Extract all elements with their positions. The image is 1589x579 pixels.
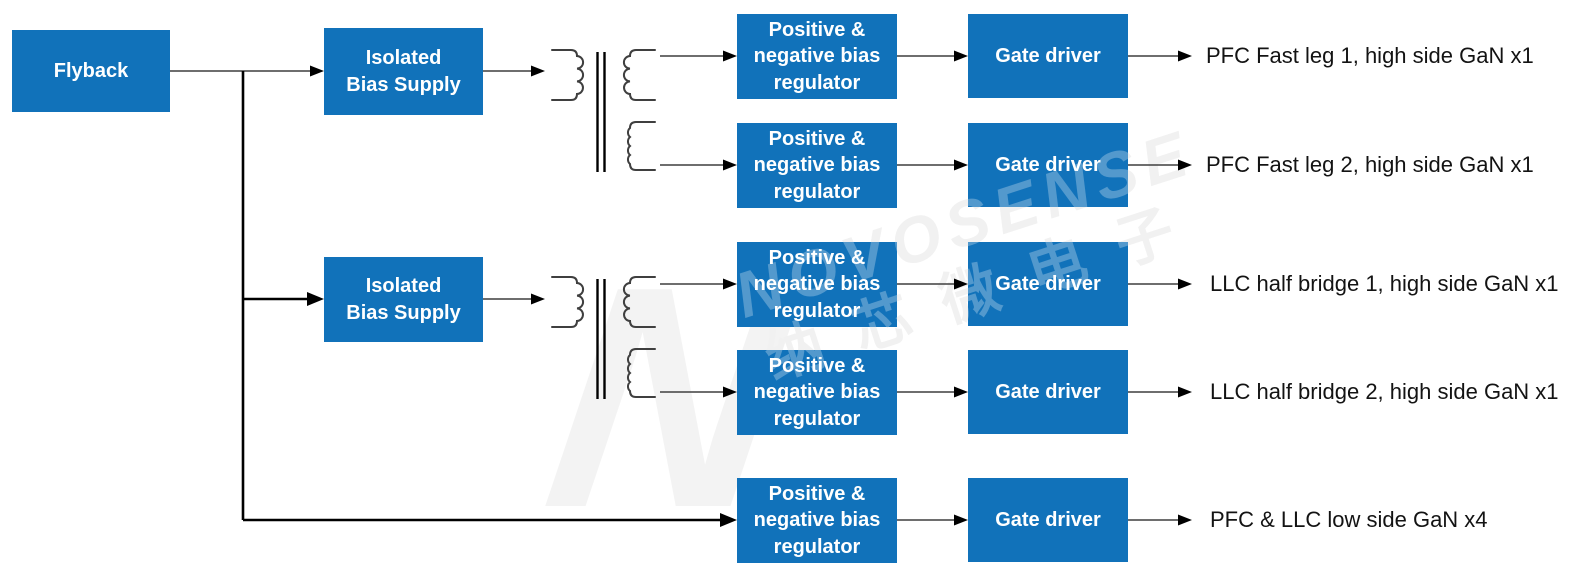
- gate-driver-block-2: Gate driver: [968, 123, 1128, 207]
- flyback-block: Flyback: [12, 30, 170, 112]
- watermark-brand-en-overlay: NOVOSENSE: [726, 115, 1203, 332]
- bias-regulator-block-2: Positive & negative bias regulator: [737, 123, 897, 208]
- bias-supply-output-wires: [483, 65, 545, 305]
- output-label-llc-half-bridge-2: LLC half bridge 2, high side GaN x1: [1210, 379, 1559, 404]
- gate-driver-block-4: Gate driver: [968, 350, 1128, 434]
- secondary-output-wires: [660, 50, 737, 398]
- bias-regulator-block-3: Positive & negative bias regulator: [737, 242, 897, 327]
- isolated-bias-supply-block-2: Isolated Bias Supply: [324, 257, 483, 342]
- output-label-llc-half-bridge-1: LLC half bridge 1, high side GaN x1: [1210, 271, 1559, 296]
- gate-driver-block-1: Gate driver: [968, 14, 1128, 98]
- regulator-to-gate-driver-wires: [897, 50, 968, 526]
- bias-regulator-block-5: Positive & negative bias regulator: [737, 478, 897, 563]
- transformer-icon-1: [551, 49, 656, 172]
- bias-regulator-block-4: Positive & negative bias regulator: [737, 350, 897, 435]
- transformer-icon-2: [551, 276, 656, 399]
- bias-regulator-block-1: Positive & negative bias regulator: [737, 14, 897, 99]
- gate-driver-block-5: Gate driver: [968, 478, 1128, 562]
- watermark-brand-en: NOVOSENSE: [726, 115, 1203, 332]
- output-label-pfc-fast-leg-2: PFC Fast leg 2, high side GaN x1: [1206, 152, 1534, 177]
- gate-driver-output-wires: [1128, 50, 1192, 526]
- output-label-pfc-fast-leg-1: PFC Fast leg 1, high side GaN x1: [1206, 43, 1534, 68]
- output-label-low-side: PFC & LLC low side GaN x4: [1210, 507, 1488, 532]
- isolated-bias-supply-block-1: Isolated Bias Supply: [324, 28, 483, 115]
- gate-driver-block-3: Gate driver: [968, 242, 1128, 326]
